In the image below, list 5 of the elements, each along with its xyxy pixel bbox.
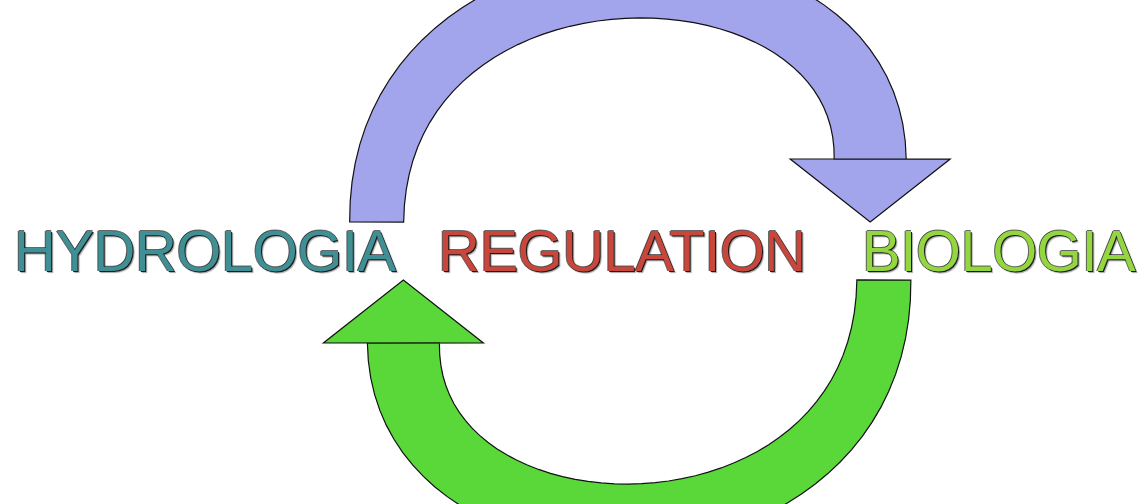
center-label: REGULATION (438, 222, 806, 280)
node-label: BIOLOGIA (862, 222, 1136, 280)
curved-arrow (349, 0, 952, 223)
curved-arrow (321, 279, 912, 504)
node-label: HYDROLOGIA (14, 222, 396, 280)
